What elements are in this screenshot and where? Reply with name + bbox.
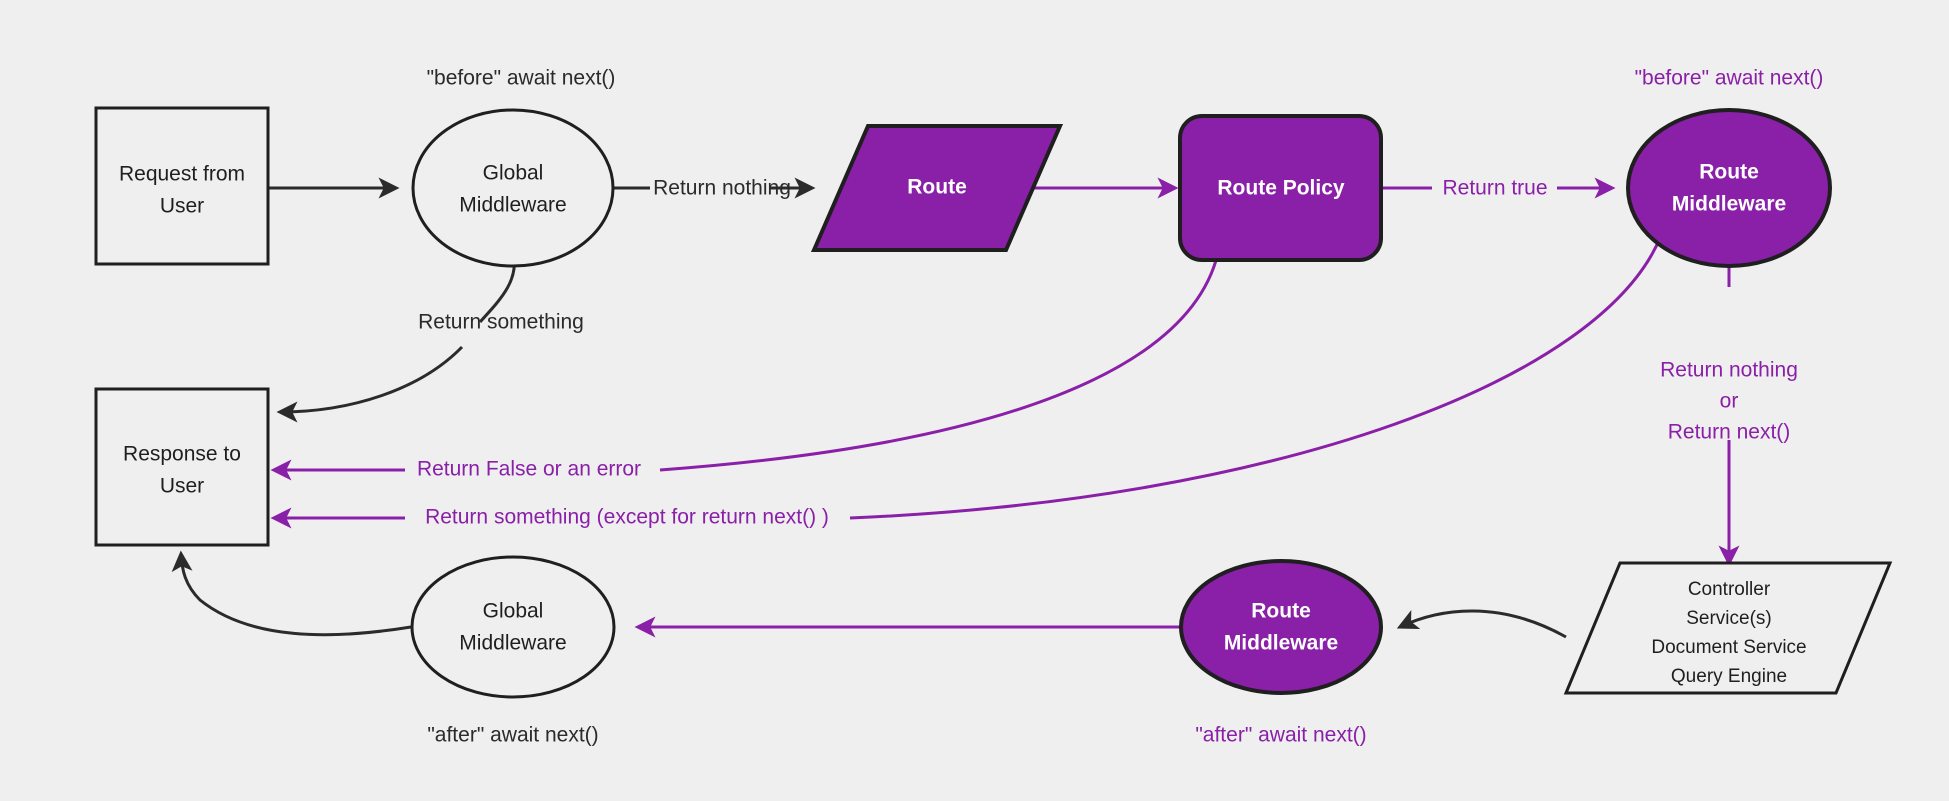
node-route-label: Route [907, 176, 967, 199]
annotation-after-await-next-global: "after" await next() [427, 724, 598, 747]
edge-label-return-nothing-or-next-line1: Return nothing [1660, 359, 1798, 382]
edge-controller-to-route-middleware-bottom [1396, 609, 1567, 639]
node-request-from-user[interactable]: Request from User [94, 106, 270, 266]
annotation-before-await-next-global: "before" await next() [427, 67, 616, 90]
edge-label-return-true: Return true [1442, 177, 1547, 200]
node-global-middleware-bottom-label-line2: Middleware [459, 632, 566, 655]
edge-route-middleware-to-response-curve [849, 237, 1662, 520]
node-request-label-line2: User [160, 195, 204, 218]
node-route-middleware-top[interactable]: Route Middleware [1626, 108, 1832, 268]
node-route-policy-label: Route Policy [1217, 177, 1345, 200]
edge-label-return-nothing-or-next-line2: or [1720, 390, 1739, 413]
edge-label-return-nothing-or-next-line3: Return next() [1668, 421, 1791, 444]
annotation-after-await-next-route-middleware: "after" await next() [1195, 724, 1366, 747]
node-route[interactable]: Route [810, 124, 1064, 252]
edge-label-return-something-except: Return something (except for return next… [425, 506, 829, 529]
node-response-to-user[interactable]: Response to User [94, 387, 270, 547]
node-response-label-line1: Response to [123, 443, 241, 466]
node-request-label-line1: Request from [119, 163, 245, 186]
node-route-middleware-bottom-label-line2: Middleware [1224, 632, 1338, 655]
edge-label-return-something: Return something [418, 311, 584, 334]
edge-global-middleware-bottom-to-response [171, 550, 412, 637]
annotation-before-await-next-route-middleware: "before" await next() [1635, 67, 1824, 90]
node-route-middleware-bottom[interactable]: Route Middleware [1179, 559, 1383, 695]
node-route-middleware-top-label-line2: Middleware [1672, 193, 1786, 216]
node-route-middleware-bottom-label-line1: Route [1251, 600, 1311, 623]
node-controller-line-3: Document Service [1651, 637, 1806, 658]
node-controller-services[interactable]: Controller Service(s) Document Service Q… [1563, 561, 1893, 695]
edge-global-middleware-to-response [276, 345, 464, 423]
node-global-middleware-top-label-line1: Global [483, 162, 544, 185]
node-controller-line-4: Query Engine [1671, 666, 1787, 687]
node-global-middleware-top[interactable]: Global Middleware [411, 108, 615, 268]
node-route-policy[interactable]: Route Policy [1178, 114, 1383, 262]
edge-route-policy-to-response-curve [659, 252, 1220, 472]
edge-label-return-nothing: Return nothing [653, 177, 791, 200]
node-global-middleware-bottom-label-line1: Global [483, 600, 544, 623]
node-controller-line-1: Controller [1688, 579, 1771, 600]
node-controller-line-2: Service(s) [1686, 608, 1772, 629]
node-response-label-line2: User [160, 475, 204, 498]
edge-label-return-false-or-error: Return False or an error [417, 458, 641, 481]
node-global-middleware-bottom[interactable]: Global Middleware [410, 555, 616, 699]
node-route-middleware-top-label-line1: Route [1699, 161, 1759, 184]
node-global-middleware-top-label-line2: Middleware [459, 194, 566, 217]
